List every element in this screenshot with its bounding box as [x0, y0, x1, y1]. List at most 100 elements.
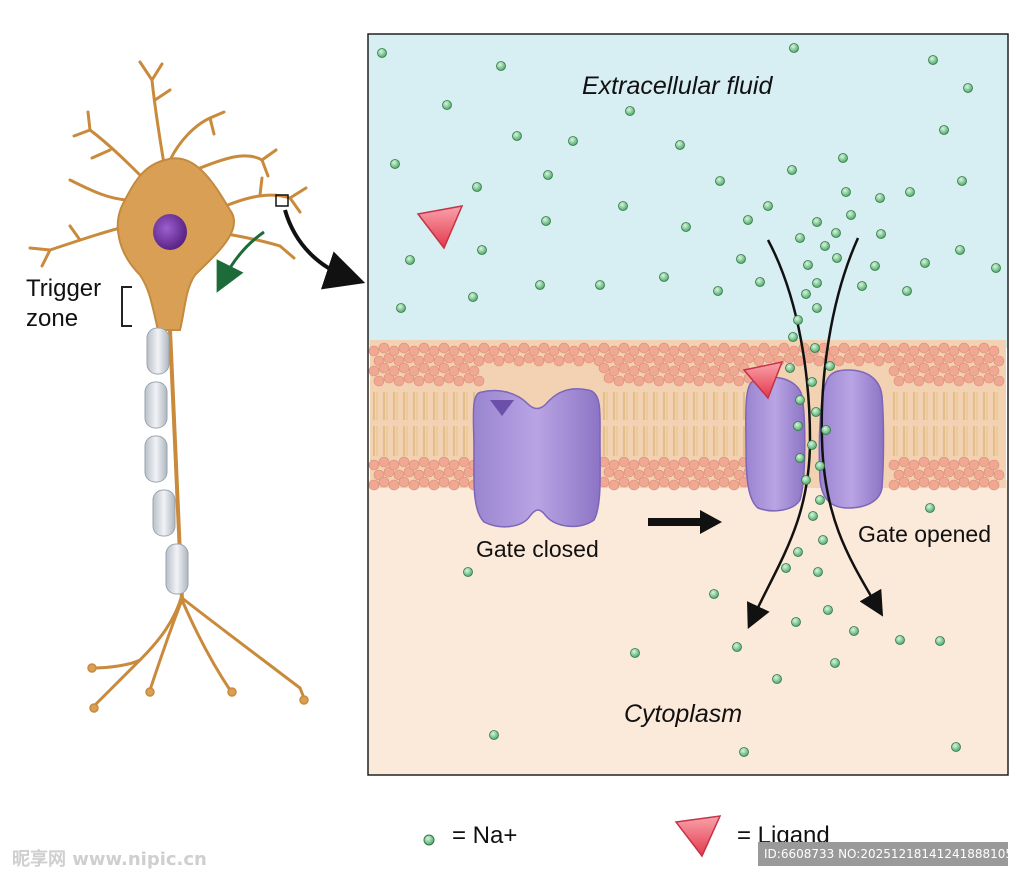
zoom-box: [275, 194, 289, 207]
sodium-ion: [772, 674, 782, 684]
sodium-ion: [793, 315, 803, 325]
axon-terminals: [90, 593, 306, 708]
sodium-ion: [905, 187, 915, 197]
sodium-ion: [821, 425, 831, 435]
nucleus: [153, 214, 187, 250]
sodium-ion: [795, 233, 805, 243]
sodium-ion: [625, 106, 635, 116]
sodium-ion: [681, 222, 691, 232]
sodium-ion: [812, 303, 822, 313]
cytoplasm-region: [368, 480, 1008, 775]
sodium-ion: [815, 495, 825, 505]
sodium-ion: [807, 440, 817, 450]
sodium-ion: [541, 216, 551, 226]
sodium-ion: [489, 730, 499, 740]
sodium-ion: [618, 201, 628, 211]
transition-arrow: [648, 510, 722, 534]
sodium-ion: [630, 648, 640, 658]
sodium-ion: [951, 742, 961, 752]
sodium-ion: [736, 254, 746, 264]
extracellular-fluid-label: Extracellular fluid: [582, 72, 773, 100]
legend-sodium-text: = Na+: [452, 822, 518, 849]
sodium-ion: [991, 263, 1001, 273]
sodium-ion: [793, 547, 803, 557]
sodium-ion: [713, 286, 723, 296]
sodium-ion: [925, 503, 935, 513]
legend-ligand-icon: [674, 815, 722, 858]
sodium-ion: [810, 343, 820, 353]
sodium-ion: [763, 201, 773, 211]
ion-flow-arrows: [747, 237, 884, 630]
sodium-ion: [739, 747, 749, 757]
sodium-ion: [920, 258, 930, 268]
sodium-ion: [468, 292, 478, 302]
lipid-bilayer: [368, 340, 1006, 491]
sodium-ion: [781, 563, 791, 573]
sodium-ion: [755, 277, 765, 287]
sodium-ion: [472, 182, 482, 192]
membrane-panel: [367, 33, 1009, 776]
sodium-ion: [715, 176, 725, 186]
sodium-ion: [876, 229, 886, 239]
ligand-binding-site: [490, 400, 514, 416]
cytoplasm-label: Cytoplasm: [624, 700, 743, 728]
sodium-ion: [377, 48, 387, 58]
sodium-ion: [801, 289, 811, 299]
sodium-ion: [808, 511, 818, 521]
sodium-ion: [807, 377, 817, 387]
trigger-label-line1: Trigger: [26, 275, 102, 302]
sodium-ion: [788, 332, 798, 342]
sodium-ion: [568, 136, 578, 146]
gate-opened-label: Gate opened: [858, 521, 992, 547]
sodium-ion: [818, 535, 828, 545]
trigger-zone-label: Trigger zone: [26, 274, 101, 334]
sodium-ion: [870, 261, 880, 271]
panel-border: [367, 33, 1009, 776]
sodium-ion: [801, 475, 811, 485]
sodium-ion: [743, 215, 753, 225]
sodium-ion: [390, 159, 400, 169]
watermark-id: ID:6608733 NO:20251218141241888105: [758, 842, 1008, 866]
sodium-ion: [595, 280, 605, 290]
sodium-ion: [659, 272, 669, 282]
sodium-ion: [732, 642, 742, 652]
sodium-ion: [803, 260, 813, 270]
sodium-ion: [811, 407, 821, 417]
sodium-ion: [895, 635, 905, 645]
sodium-ion: [787, 165, 797, 175]
sodium-ion: [709, 589, 719, 599]
sodium-ion: [512, 131, 522, 141]
sodium-ion: [963, 83, 973, 93]
trigger-zone-bracket: [121, 286, 132, 327]
sodium-ion: [785, 363, 795, 373]
closed-gated-channel: [472, 388, 601, 528]
sodium-ion: [812, 217, 822, 227]
opened-gated-channel: [745, 369, 885, 512]
sodium-ion: [820, 241, 830, 251]
bound-ligand: [742, 360, 784, 400]
sodium-ion: [957, 176, 967, 186]
zoom-pointer-arrow: [283, 209, 366, 290]
sodium-ion: [928, 55, 938, 65]
sodium-ion: [902, 286, 912, 296]
sodium-ion: [813, 567, 823, 577]
sodium-ion: [675, 140, 685, 150]
sodium-ions: [377, 43, 1001, 757]
sodium-ion: [795, 453, 805, 463]
sodium-ion: [846, 210, 856, 220]
sodium-ion: [791, 617, 801, 627]
sodium-ion: [955, 245, 965, 255]
sodium-ion: [831, 228, 841, 238]
free-ligand: [416, 205, 464, 250]
neuron-illustration: [28, 60, 366, 713]
sodium-ion: [838, 153, 848, 163]
sodium-ion: [825, 361, 835, 371]
sodium-ion: [857, 281, 867, 291]
sodium-ion: [832, 253, 842, 263]
legend-sodium-icon: [423, 834, 435, 846]
sodium-ion: [543, 170, 553, 180]
sodium-ion: [795, 395, 805, 405]
signal-direction-arrow: [216, 230, 265, 293]
gate-closed-label: Gate closed: [476, 536, 599, 562]
sodium-ion: [535, 280, 545, 290]
